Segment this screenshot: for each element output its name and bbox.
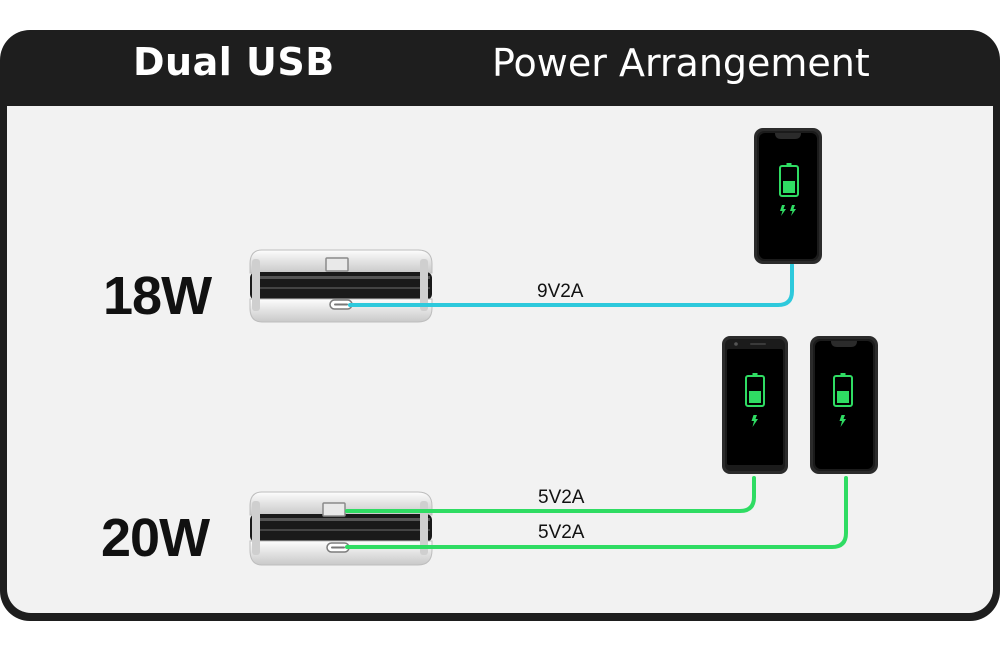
title-power-arrangement: Power Arrangement — [492, 41, 870, 85]
cable-label-5v2a-top: 5V2A — [538, 487, 585, 508]
battery-icon — [745, 373, 765, 407]
cable-5v2a-top — [345, 476, 756, 513]
title-dual-usb: Dual USB — [133, 40, 335, 84]
charger-18w — [249, 249, 433, 323]
cable-9v2a — [348, 263, 794, 307]
charge-icon — [751, 415, 758, 427]
power-label-18w: 18W — [103, 266, 212, 326]
phone-charging-b — [810, 336, 878, 474]
cable-label-5v2a-bottom: 5V2A — [538, 522, 585, 543]
battery-icon — [833, 373, 853, 407]
cable-label-9v2a: 9V2A — [537, 281, 584, 302]
charger-20w — [249, 491, 433, 566]
phone-fast-charging — [754, 128, 822, 264]
power-label-20w: 20W — [101, 508, 210, 568]
phone-charging-a — [722, 336, 788, 474]
battery-icon — [779, 163, 799, 197]
usb-a-port-icon — [322, 502, 346, 517]
charge-icon — [839, 415, 846, 427]
usb-a-port-icon — [325, 257, 349, 272]
fast-charge-icon — [780, 205, 796, 216]
cable-5v2a-bottom — [345, 476, 848, 549]
